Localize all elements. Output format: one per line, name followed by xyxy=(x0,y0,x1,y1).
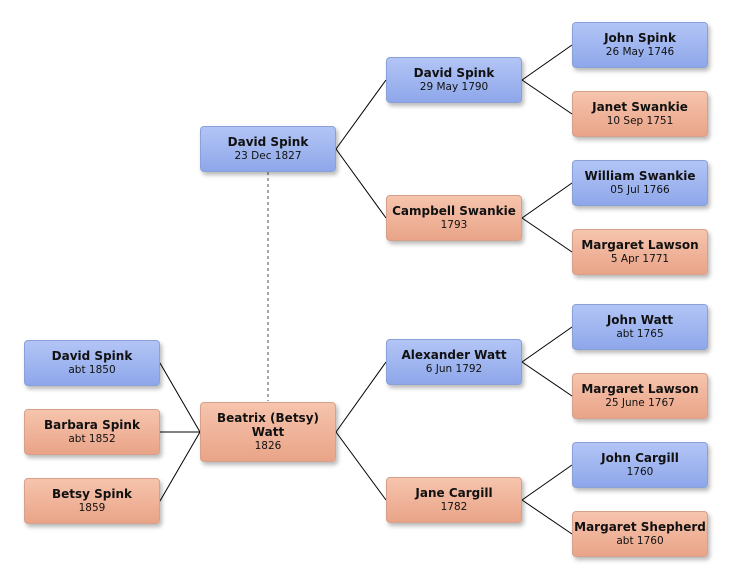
person-date: 25 June 1767 xyxy=(605,397,675,409)
person-name: Margaret Lawson xyxy=(581,382,699,396)
person-card[interactable]: David Spink abt 1850 xyxy=(24,340,160,386)
person-name: David Spink xyxy=(413,66,495,80)
parent-link xyxy=(521,464,573,501)
child-link xyxy=(159,431,201,502)
person-card[interactable]: Margaret Lawson 5 Apr 1771 xyxy=(572,229,708,275)
person-date: 05 Jul 1766 xyxy=(610,184,670,196)
person-card[interactable]: David Spink 29 May 1790 xyxy=(386,57,522,103)
parent-link xyxy=(521,79,573,115)
person-name: Barbara Spink xyxy=(44,418,140,432)
person-name: John Cargill xyxy=(601,451,679,465)
parent-link xyxy=(335,148,387,219)
person-card[interactable]: Margaret Lawson 25 June 1767 xyxy=(572,373,708,419)
parent-link xyxy=(335,431,387,501)
person-name: Campbell Swankie xyxy=(392,204,516,218)
person-date: 26 May 1746 xyxy=(605,46,675,58)
person-date: 6 Jun 1792 xyxy=(425,363,483,375)
parent-link xyxy=(521,217,573,253)
person-name: Jane Cargill xyxy=(415,486,493,500)
person-date: 29 May 1790 xyxy=(419,81,489,93)
person-name: Beatrix (Betsy) Watt xyxy=(216,411,320,439)
person-name: Betsy Spink xyxy=(51,487,133,501)
person-card[interactable]: Alexander Watt 6 Jun 1792 xyxy=(386,339,522,385)
person-date: abt 1765 xyxy=(616,328,664,340)
person-card[interactable]: John Watt abt 1765 xyxy=(572,304,708,350)
person-date: 1793 xyxy=(440,219,468,231)
person-card[interactable]: Betsy Spink 1859 xyxy=(24,478,160,524)
parent-link xyxy=(521,499,573,535)
person-name: David Spink xyxy=(227,135,309,149)
person-card[interactable]: Beatrix (Betsy) Watt 1826 xyxy=(200,402,336,462)
person-name: John Watt xyxy=(606,313,674,327)
person-date: 10 Sep 1751 xyxy=(606,115,674,127)
person-card[interactable]: Campbell Swankie 1793 xyxy=(386,195,522,241)
parent-link xyxy=(521,326,573,363)
person-date: 1782 xyxy=(440,501,468,513)
person-name: John Spink xyxy=(604,31,676,45)
person-card[interactable]: Janet Swankie 10 Sep 1751 xyxy=(572,91,708,137)
parent-link xyxy=(335,361,387,433)
person-name: Margaret Shepherd xyxy=(574,520,706,534)
person-name: Janet Swankie xyxy=(592,100,688,114)
parent-link xyxy=(521,361,573,397)
person-card[interactable]: John Spink 26 May 1746 xyxy=(572,22,708,68)
parent-link xyxy=(335,79,387,150)
parent-link xyxy=(521,182,573,219)
person-date: 1760 xyxy=(626,466,654,478)
person-card[interactable]: William Swankie 05 Jul 1766 xyxy=(572,160,708,206)
person-date: 1826 xyxy=(254,440,282,452)
parent-link xyxy=(521,44,573,81)
person-card[interactable]: Margaret Shepherd abt 1760 xyxy=(572,511,708,557)
person-card[interactable]: David Spink 23 Dec 1827 xyxy=(200,126,336,172)
person-name: William Swankie xyxy=(584,169,696,183)
person-date: abt 1850 xyxy=(68,364,116,376)
child-link xyxy=(159,362,201,433)
person-date: abt 1852 xyxy=(68,433,116,445)
person-card[interactable]: Jane Cargill 1782 xyxy=(386,477,522,523)
person-name: Margaret Lawson xyxy=(581,238,699,252)
person-name: David Spink xyxy=(51,349,133,363)
person-name: Alexander Watt xyxy=(401,348,507,362)
person-date: 5 Apr 1771 xyxy=(610,253,670,265)
person-card[interactable]: John Cargill 1760 xyxy=(572,442,708,488)
person-card[interactable]: Barbara Spink abt 1852 xyxy=(24,409,160,455)
person-date: abt 1760 xyxy=(616,535,664,547)
person-date: 1859 xyxy=(78,502,106,514)
person-date: 23 Dec 1827 xyxy=(234,150,302,162)
